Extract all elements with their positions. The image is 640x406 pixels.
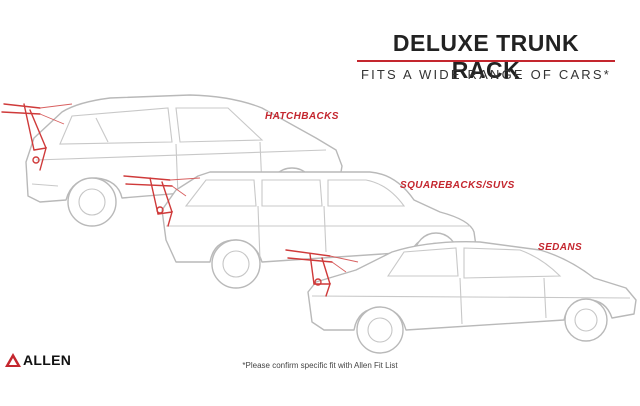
sedan-rack-illustration bbox=[285, 249, 359, 297]
title-divider bbox=[357, 60, 615, 62]
sedans-label: SEDANS bbox=[538, 242, 583, 253]
squarebacks-suvs-label: SQUAREBACKS/SUVS bbox=[400, 180, 515, 191]
brand-name: ALLEN bbox=[23, 352, 72, 368]
hatchback-car-illustration bbox=[25, 94, 343, 227]
brand-logo: ALLEN bbox=[5, 352, 71, 368]
suv-rack-illustration bbox=[123, 175, 201, 227]
page-subtitle: FITS A WIDE RANGE OF CARS* bbox=[360, 67, 612, 82]
hatchbacks-label: HATCHBACKS bbox=[265, 111, 339, 122]
hatchback-rack-illustration bbox=[1, 103, 73, 171]
sedan-car-illustration bbox=[307, 241, 637, 354]
fit-disclaimer: *Please confirm specific fit with Allen … bbox=[242, 361, 398, 370]
allen-triangle-logo-icon bbox=[5, 353, 21, 367]
